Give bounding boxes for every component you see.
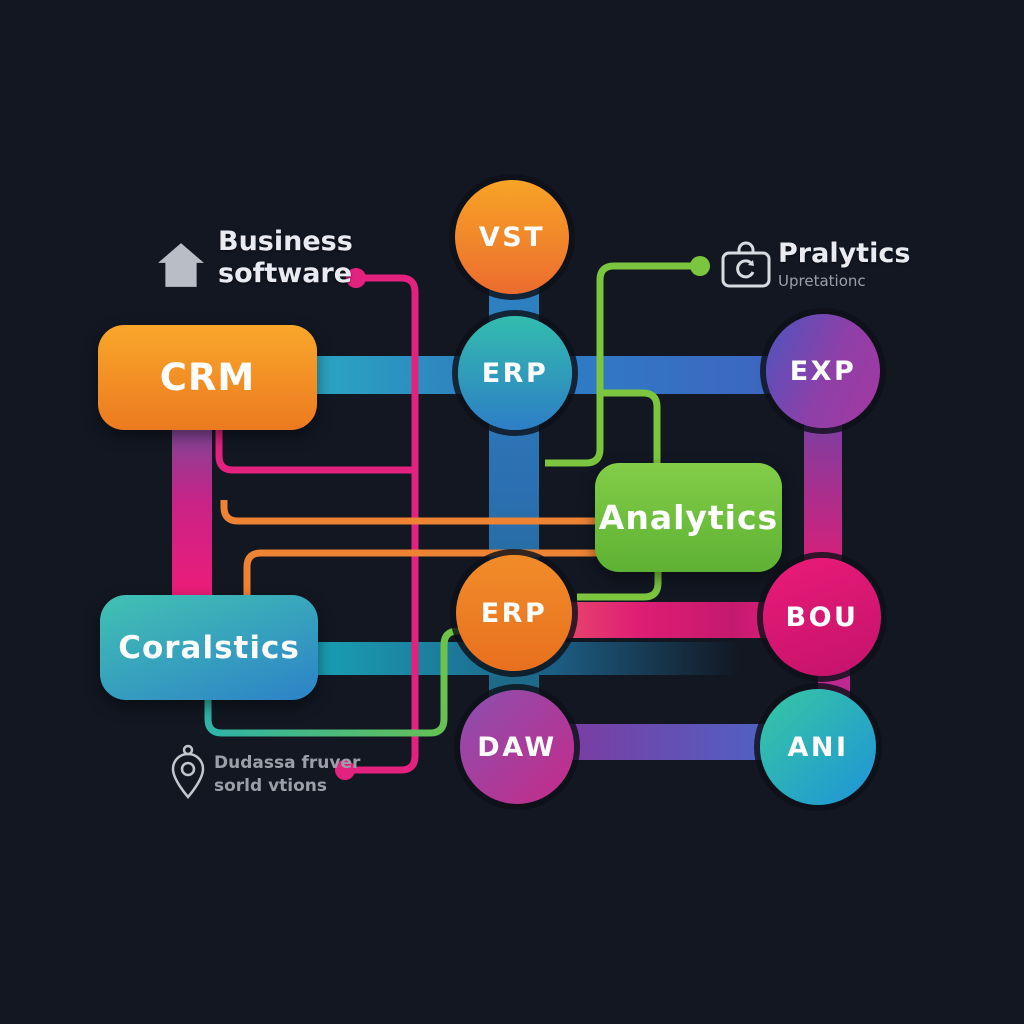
node-vst-label: VST xyxy=(478,221,546,253)
node-analytics-label: Analytics xyxy=(598,498,779,537)
node-erp-mid: ERP xyxy=(456,555,572,671)
orange-analytics-line-2 xyxy=(243,549,600,598)
node-coralytics: Coralstics xyxy=(100,595,318,700)
business-software-label: Business software xyxy=(218,226,353,290)
node-erp-mid-label: ERP xyxy=(480,597,548,629)
teal-coralytics-erp-line xyxy=(204,627,470,737)
node-daw: DAW xyxy=(460,690,574,804)
node-vst: VST xyxy=(455,180,569,294)
node-exp: EXP xyxy=(766,314,880,428)
green-circuit-line xyxy=(545,262,700,467)
location-label: Dudassa fruver sorld vtions xyxy=(214,752,360,798)
pralytics-title: Pralytics xyxy=(778,238,911,269)
green-analytics-in-line xyxy=(600,389,661,470)
location-line1: Dudassa fruver xyxy=(214,753,361,773)
node-analytics: Analytics xyxy=(595,463,782,572)
green-analytics-erp-line xyxy=(577,568,662,601)
node-erp-top-label: ERP xyxy=(481,357,549,389)
node-bou-label: BOU xyxy=(785,601,859,633)
pink-dot-top xyxy=(346,268,366,288)
node-daw-label: DAW xyxy=(477,731,557,763)
node-exp-label: EXP xyxy=(789,355,857,387)
pink-dot-bottom xyxy=(335,760,355,780)
node-crm-label: CRM xyxy=(159,356,256,399)
connector-band-exp-bou xyxy=(804,420,842,566)
location-pin-icon xyxy=(171,744,205,799)
pink-crm-line xyxy=(215,428,415,474)
connector-band-erp-exp xyxy=(545,356,795,394)
green-dot xyxy=(690,256,710,276)
business-line2: software xyxy=(218,258,353,289)
briefcase-icon xyxy=(721,241,771,288)
connector-band-crm-coralytics xyxy=(172,425,212,597)
business-line1: Business xyxy=(218,226,353,257)
connector-band-erp-bou xyxy=(560,602,790,638)
connector-band-crm-erp xyxy=(300,356,480,394)
connector-band-daw-ani xyxy=(570,724,770,760)
location-line2: sorld vtions xyxy=(214,776,328,796)
node-bou: BOU xyxy=(763,558,881,676)
node-ani: ANI xyxy=(760,689,876,805)
node-coralytics-label: Coralstics xyxy=(118,629,300,666)
node-ani-label: ANI xyxy=(787,731,849,763)
orange-analytics-line-1 xyxy=(220,500,600,525)
node-erp-top: ERP xyxy=(458,316,572,430)
pralytics-label: Pralytics Upretationc xyxy=(778,238,910,290)
home-icon xyxy=(158,243,204,287)
node-crm: CRM xyxy=(98,325,317,430)
pralytics-subtitle: Upretationc xyxy=(778,272,866,290)
